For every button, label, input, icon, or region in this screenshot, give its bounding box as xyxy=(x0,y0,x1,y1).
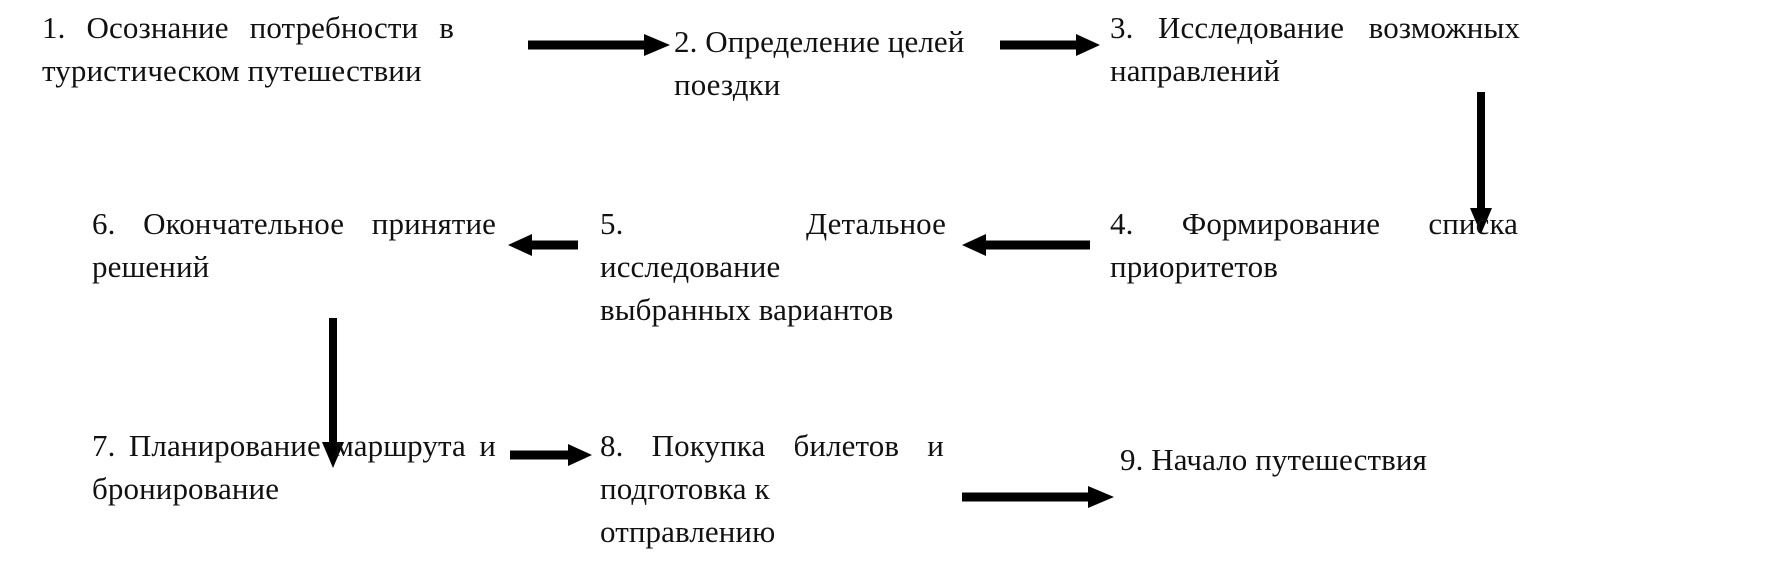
flow-node-6-line-1: 6. Окончательное принятие xyxy=(92,206,496,241)
flow-node-7-line-1: 7. Планирование маршрута и xyxy=(92,428,496,463)
flow-node-5: 5. Детальное исследование выбранных вари… xyxy=(600,202,946,331)
arrow-1-to-2 xyxy=(528,32,670,58)
arrow-8-to-9 xyxy=(962,484,1114,510)
flow-node-9-line-1: 9. Начало путешествия xyxy=(1120,442,1427,477)
flow-node-6: 6. Окончательное принятие решений xyxy=(92,202,496,288)
flow-node-3: 3. Исследование возможных направлений xyxy=(1110,6,1520,92)
arrow-7-to-8 xyxy=(510,442,592,468)
flow-node-1-line-2: туристическом путешествии xyxy=(42,53,422,88)
flow-node-9: 9. Начало путешествия xyxy=(1120,438,1450,481)
flow-node-5-line-1: 5. Детальное исследование xyxy=(600,206,946,284)
flow-node-6-line-2: решений xyxy=(92,249,210,284)
flow-node-4-line-2: приоритетов xyxy=(1110,249,1278,284)
arrow-4-to-5 xyxy=(962,232,1090,258)
flow-node-1: 1. Осознание потребности в туристическом… xyxy=(42,6,454,92)
flow-node-8-line-1: 8. Покупка билетов и xyxy=(600,428,944,463)
flow-node-2-line-1: 2. Определение целей поездки xyxy=(674,24,965,102)
flow-node-3-line-1: 3. Исследование возможных xyxy=(1110,10,1520,45)
flow-node-2: 2. Определение целей поездки xyxy=(674,20,994,106)
flow-node-5-line-2: выбранных вариантов xyxy=(600,292,894,327)
flow-node-4-line-1: 4. Формирование списка xyxy=(1110,206,1518,241)
flow-node-7-line-2: бронирование xyxy=(92,471,280,506)
flow-node-8: 8. Покупка билетов и подготовка к отправ… xyxy=(600,424,944,553)
flow-node-4: 4. Формирование списка приоритетов xyxy=(1110,202,1518,288)
flow-node-3-line-2: направлений xyxy=(1110,53,1281,88)
arrow-6-to-7 xyxy=(320,318,346,468)
arrow-5-to-6 xyxy=(508,232,578,258)
arrow-2-to-3 xyxy=(1000,32,1100,58)
flow-node-7: 7. Планирование маршрута и бронирование xyxy=(92,424,496,510)
arrow-3-to-4 xyxy=(1468,92,1494,234)
flow-node-8-line-2: подготовка к отправлению xyxy=(600,471,776,549)
flow-node-1-line-1: 1. Осознание потребности в xyxy=(42,10,454,45)
